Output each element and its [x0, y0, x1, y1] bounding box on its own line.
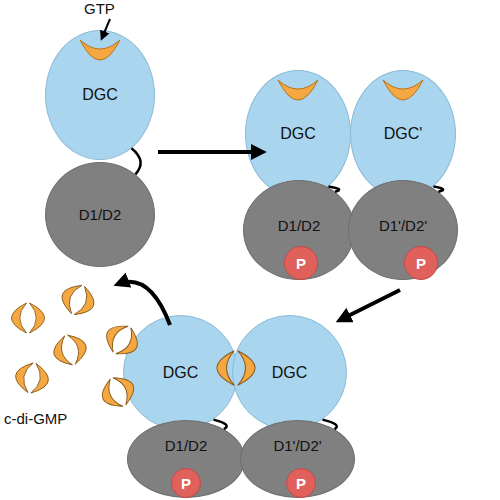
node-label: D1'/D2' [379, 217, 427, 234]
node-label: P [416, 255, 426, 272]
dgc-domain: DGC [45, 30, 155, 160]
gtp-site [278, 80, 318, 100]
node-label: P [181, 475, 191, 492]
linker-line [132, 148, 141, 174]
linker-line [323, 420, 337, 430]
sensor-domain: D1/D2P [127, 420, 245, 498]
dgc-domain: DGC [232, 315, 347, 430]
step-arrow [340, 290, 400, 320]
sensor-domain: D1/D2P [243, 180, 355, 280]
node-label: D1'/D2' [273, 437, 321, 454]
phospho-mark: P [171, 468, 201, 498]
node-label: D1/D2 [79, 206, 122, 223]
cdigmp-molecule [100, 319, 144, 361]
cdigmp-molecule [217, 351, 255, 386]
linker-line [433, 186, 443, 191]
sensor-domain: D1'/D2' P [348, 180, 458, 280]
node-label: DGC [82, 86, 118, 104]
cdigmp-molecule [97, 371, 140, 412]
phospho-mark: P [404, 246, 438, 280]
node-label: D1/D2 [165, 437, 208, 454]
substrate-label: GTP [84, 0, 115, 17]
linker-line [214, 420, 227, 430]
node-label: P [296, 475, 306, 492]
node-label: DGC [163, 364, 199, 382]
linker-line [328, 186, 339, 191]
cdigmp-molecule [13, 360, 51, 395]
node-label: D1/D2 [278, 217, 321, 234]
node-label: DGC [272, 364, 308, 382]
phospho-mark: P [286, 468, 316, 498]
cdigmp-molecule [57, 280, 98, 319]
sensor-domain: D1/D2 [45, 162, 155, 267]
dgc-domain: DGC [123, 315, 238, 430]
sensor-domain: D1'/D2' P [240, 420, 355, 498]
gtp-site [383, 80, 423, 100]
node-label: DGC' [384, 125, 423, 143]
release-arrow [118, 282, 170, 325]
product-label: c-di-GMP [4, 410, 67, 427]
dgc-domain: DGC [245, 70, 351, 198]
step-arrow [158, 150, 262, 154]
cdigmp-molecule [12, 303, 45, 333]
node-label: P [296, 255, 306, 272]
gtp-site [80, 40, 120, 60]
pointer-arrow [102, 19, 110, 38]
node-label: DGC [280, 125, 316, 143]
dgc-domain: DGC' [350, 70, 456, 198]
cdigmp-molecule [50, 331, 90, 369]
phospho-mark: P [284, 246, 318, 280]
